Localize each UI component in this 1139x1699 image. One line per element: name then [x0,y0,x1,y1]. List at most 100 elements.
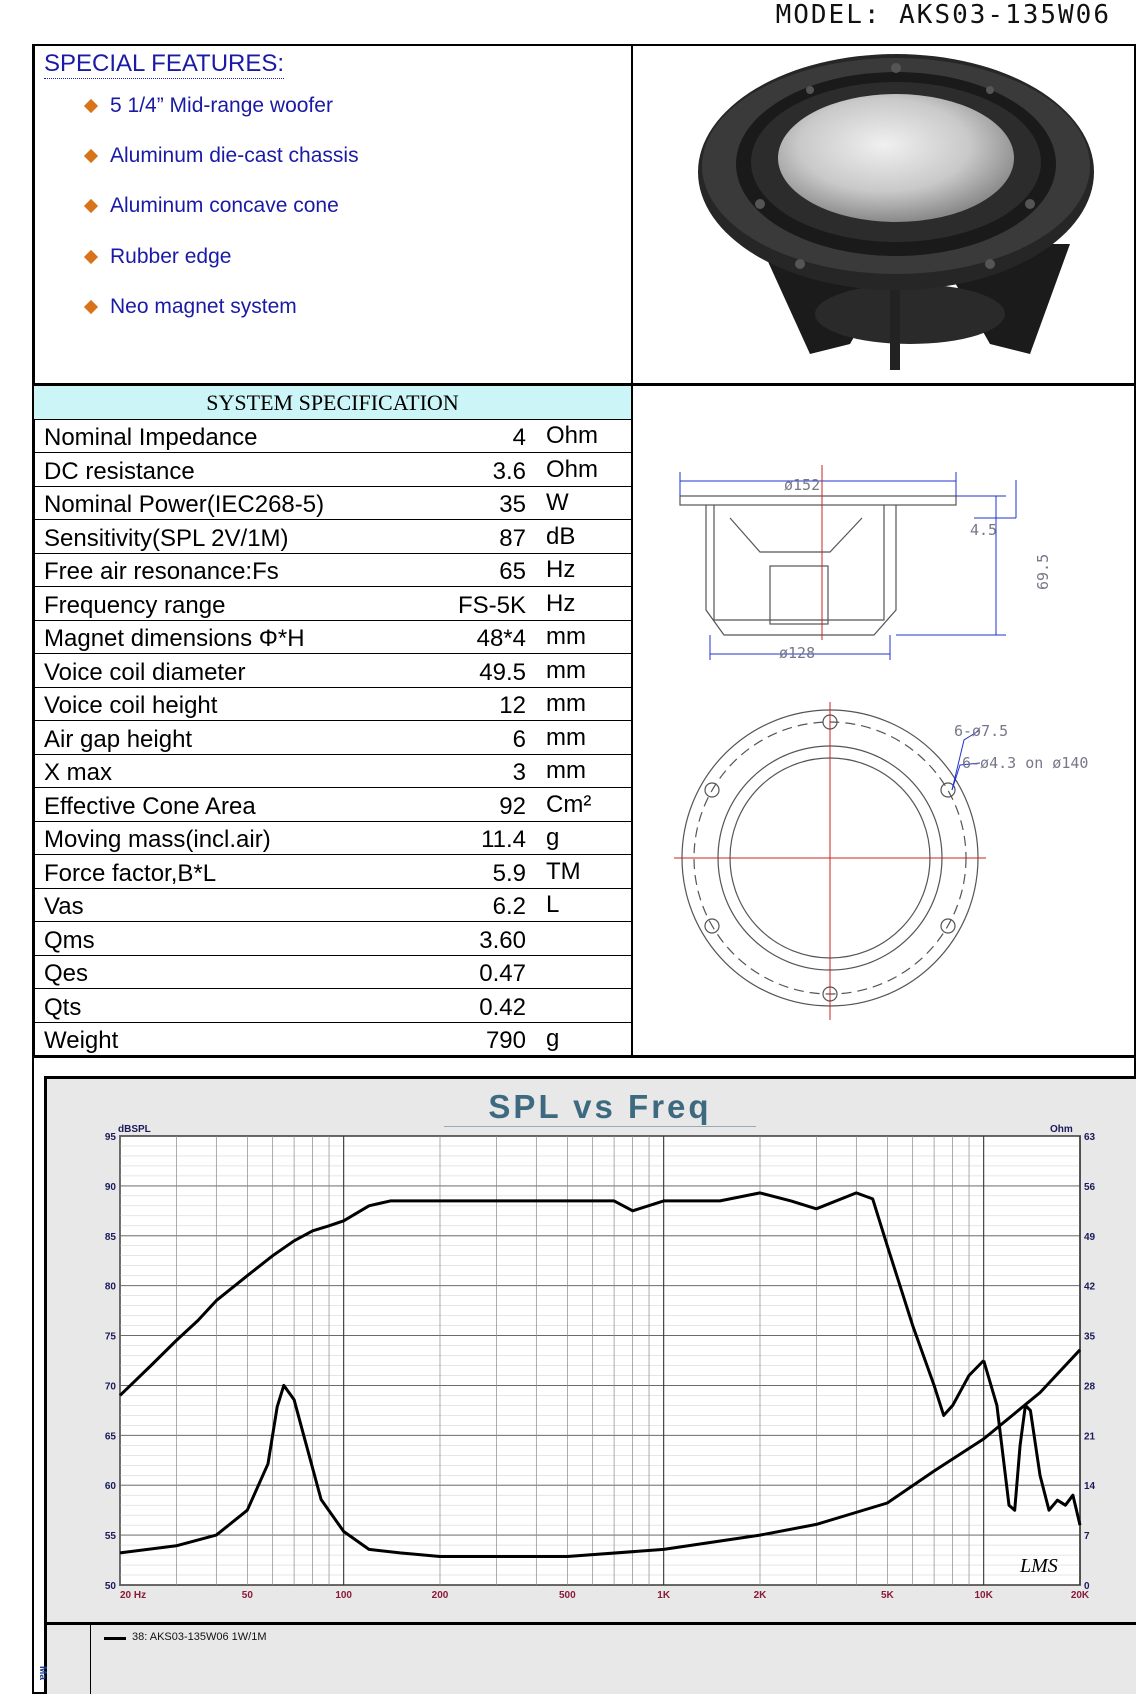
spec-unit: mm [546,723,586,751]
spec-row: Qts 0.42 [34,990,631,1023]
section-divider [32,1055,1136,1058]
spl-curve [118,1191,985,1417]
y-tick-label-right: 28 [1084,1381,1096,1392]
spec-label: Frequency range [44,591,226,619]
y-tick-label-left: 65 [105,1431,117,1442]
spec-unit: g [546,824,560,851]
spl-high-curve [982,1360,1082,1526]
legend-panel [44,1622,1136,1694]
diamond-bullet-icon [83,198,99,214]
spec-label: Nominal Power(IEC268-5) [44,491,325,518]
x-tick-label: 20 Hz [120,1590,146,1600]
y-tick-label-left: 70 [105,1381,117,1392]
spec-value: 48*4 [476,625,526,652]
spec-table-title: SYSTEM SPECIFICATION [34,386,631,420]
spec-value: 35 [499,491,526,518]
spec-value: 65 [499,558,526,585]
x-tick-label: 10K [974,1590,993,1600]
hole-spec-2: 6-ø4.3 on ø140 [962,754,1088,772]
feature-item: Aluminum die-cast chassis [83,144,359,168]
x-tick-label: 5K [881,1590,895,1600]
y-axis-label-right: Ohm [1050,1124,1073,1135]
features-title: SPECIAL FEATURES: [44,50,285,79]
x-tick-label: 2K [754,1590,768,1600]
feature-item: 5 1/4” Mid-range woofer [83,94,333,118]
dim-diameter-152: ø152 [784,476,820,494]
spec-unit: Hz [546,589,576,617]
spec-row: Nominal Power(IEC268-5) 35 W [34,487,631,520]
x-tick-label: 1K [657,1590,671,1600]
hole-spec-1: 6-ø7.5 [954,722,1008,740]
lms-annotation: LMS [1019,1555,1058,1577]
x-tick-label: 500 [559,1590,576,1600]
spec-value: 49.5 [479,658,526,686]
y-tick-label-right: 7 [1084,1531,1090,1542]
spec-value: 0.47 [479,960,526,987]
feature-label: Aluminum die-cast chassis [110,144,359,167]
spec-unit: mm [546,757,586,784]
feature-label: Aluminum concave cone [110,194,339,217]
spec-value: 3.6 [492,457,526,485]
inner-border [34,44,35,1058]
y-tick-label-right: 42 [1084,1282,1096,1293]
column-divider [631,44,633,1058]
spec-value: 4 [512,424,526,451]
y-axis-label-left: dBSPL [118,1124,151,1135]
feature-item: Neo magnet system [83,295,297,319]
spec-unit: Cm² [546,790,592,818]
spec-value: 3 [512,759,526,786]
feature-label: Rubber edge [110,245,232,268]
spec-label: Air gap height [44,725,193,753]
diamond-bullet-icon [83,98,99,114]
spec-unit: dB [546,522,576,550]
feature-label: 5 1/4” Mid-range woofer [110,94,333,117]
y-tick-label-left: 80 [105,1282,117,1293]
spec-label: Voice coil diameter [44,658,246,686]
y-tick-label-left: 50 [105,1581,117,1592]
x-tick-label: 200 [432,1590,449,1600]
y-tick-label-left: 55 [105,1531,117,1542]
section-divider [32,383,1136,386]
y-tick-label-right: 63 [1084,1132,1096,1143]
spec-label: Free air resonance:Fs [44,558,279,585]
spec-value: 3.60 [479,926,526,954]
spec-value: 790 [485,1027,526,1054]
spec-label: Qts [44,993,82,1021]
spec-label: Moving mass(incl.air) [44,826,271,853]
spec-label: Nominal Impedance [44,424,258,451]
spec-unit: W [546,489,569,516]
y-tick-label-right: 0 [1084,1581,1090,1592]
spec-label: Magnet dimensions Φ*H [44,625,305,652]
spec-value: 11.4 [481,826,526,853]
y-tick-label-left: 95 [105,1132,117,1143]
spec-label: Force factor,B*L [44,859,217,887]
dim-flange-4-5: 4.5 [970,521,997,539]
diamond-bullet-icon [83,148,99,164]
plot-area [119,1135,1081,1586]
legend-divider [90,1624,91,1694]
spec-unit: mm [546,690,586,717]
diamond-bullet-icon [83,299,99,315]
dim-diameter-128: ø128 [779,644,815,662]
spec-value: 5.9 [492,859,526,887]
spec-unit: Ohm [546,455,599,483]
spec-value: 0.42 [479,993,526,1021]
diamond-bullet-icon [83,249,99,265]
legend-label: 38: AKS03-135W06 1W/1M [132,1631,267,1643]
dimension-drawing: ø152 ø128 4.5 69.5 6-ø7.5 6-ø4.3 on ø140 [674,465,1088,1020]
spec-label: Sensitivity(SPL 2V/1M) [44,524,289,552]
speaker-photo [698,54,1094,370]
